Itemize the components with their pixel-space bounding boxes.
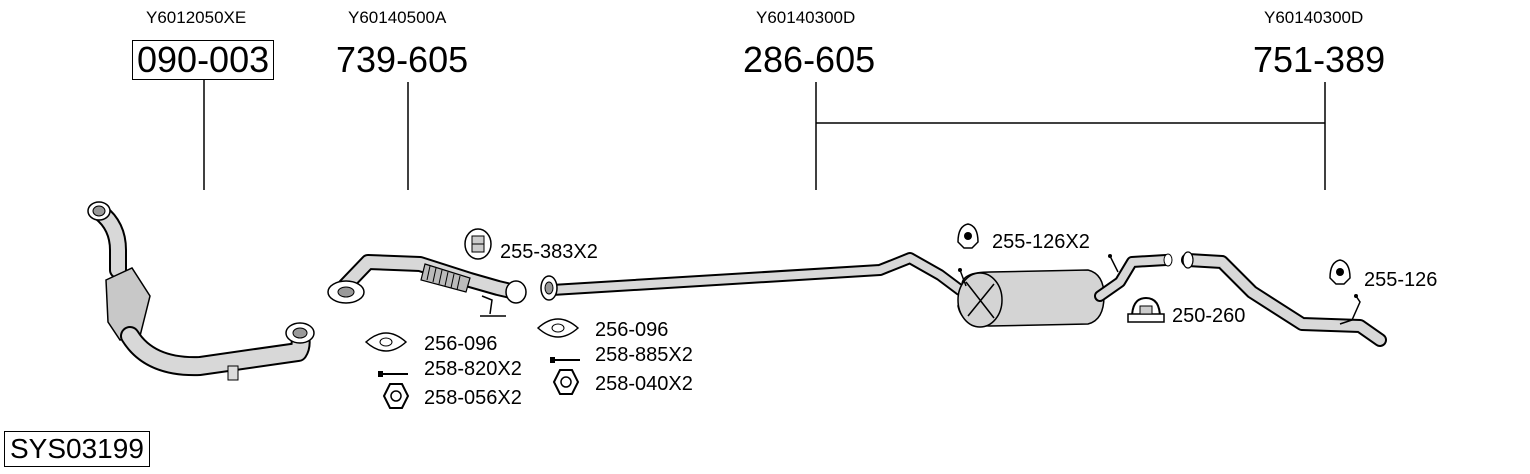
accessory-label-bolt-1[interactable]: 258-820X2 bbox=[424, 358, 522, 380]
nut-1-drawing bbox=[382, 383, 410, 409]
accessory-label-gasket-1[interactable]: 256-096 bbox=[424, 333, 498, 355]
clamp-drawing bbox=[1127, 296, 1165, 323]
reference-label-3: Y60140300D bbox=[756, 8, 856, 27]
part-number-751-389[interactable]: 751-389 bbox=[1253, 39, 1386, 80]
reference-label-2: Y60140500A bbox=[348, 8, 447, 27]
accessory-label-mount-1[interactable]: 255-383X2 bbox=[500, 241, 598, 263]
leader-lines bbox=[203, 80, 1326, 190]
reference-label-1: Y6012050XE bbox=[146, 8, 247, 27]
gasket-1-drawing bbox=[364, 332, 408, 352]
mount-255-383-drawing bbox=[464, 228, 492, 260]
middle-silencer-drawing[interactable] bbox=[540, 252, 1173, 328]
front-pipe-drawing[interactable] bbox=[327, 254, 527, 317]
part-number-286-605[interactable]: 286-605 bbox=[743, 39, 876, 80]
rear-pipe-drawing[interactable] bbox=[1181, 251, 1387, 347]
mount-255-126x2-drawing bbox=[957, 223, 979, 249]
accessory-label-bolt-2[interactable]: 258-885X2 bbox=[595, 344, 693, 366]
nut-2-drawing bbox=[552, 369, 580, 395]
reference-label-4: Y60140300D bbox=[1264, 8, 1364, 27]
accessory-label-mount-3[interactable]: 255-126 bbox=[1364, 269, 1438, 291]
accessory-label-clamp[interactable]: 250-260 bbox=[1172, 305, 1246, 327]
accessory-label-nut-1[interactable]: 258-056X2 bbox=[424, 387, 522, 409]
part-number-090-003[interactable]: 090-003 bbox=[132, 40, 275, 80]
accessory-label-mount-2[interactable]: 255-126X2 bbox=[992, 231, 1090, 253]
accessory-label-nut-2[interactable]: 258-040X2 bbox=[595, 373, 693, 395]
catalytic-converter-drawing[interactable] bbox=[87, 201, 315, 381]
accessory-label-gasket-2[interactable]: 256-096 bbox=[595, 319, 669, 341]
mount-255-126-drawing bbox=[1329, 259, 1351, 285]
system-code-label: SYS03199 bbox=[4, 431, 150, 467]
bolt-1-drawing bbox=[378, 371, 408, 377]
gasket-2-drawing bbox=[536, 318, 580, 338]
part-number-739-605[interactable]: 739-605 bbox=[336, 39, 469, 80]
bolt-2-drawing bbox=[550, 357, 580, 363]
